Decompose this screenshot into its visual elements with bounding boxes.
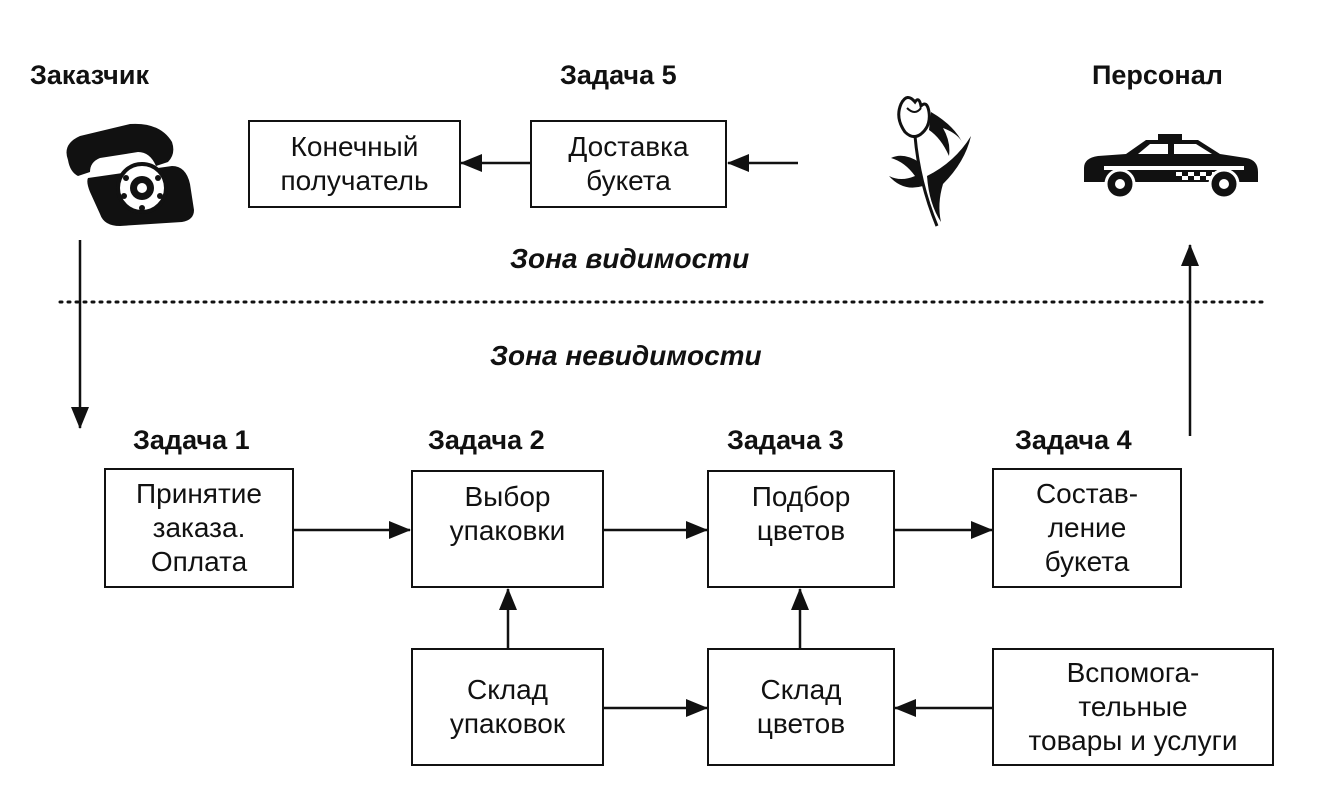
- task1-label: Задача 1: [133, 425, 250, 455]
- task2-box: Выбор упаковки: [411, 470, 604, 588]
- pack-store-box: Склад упаковок: [411, 648, 604, 766]
- visible-zone-label: Зона видимости: [510, 243, 750, 274]
- telephone-icon: [66, 123, 194, 226]
- task3-label: Задача 3: [727, 425, 844, 455]
- task1-text: Принятие заказа. Оплата: [136, 478, 262, 577]
- task5-label: Задача 5: [560, 60, 677, 90]
- recipient-box: Конечный получатель: [248, 120, 461, 208]
- tulip-icon: [889, 96, 971, 227]
- task4-box: Состав- ление букета: [992, 468, 1182, 588]
- task3-text: Подбор цветов: [751, 481, 851, 546]
- recipient-text: Конечный получатель: [280, 131, 429, 196]
- flower-store-box: Склад цветов: [707, 648, 895, 766]
- task2-label: Задача 2: [428, 425, 545, 455]
- aux-text: Вспомога- тельные товары и услуги: [1028, 657, 1238, 756]
- flower-store-text: Склад цветов: [756, 674, 846, 739]
- invisible-zone-label: Зона невидимости: [490, 340, 762, 371]
- taxi-icon: [1084, 134, 1258, 200]
- aux-box: Вспомога- тельные товары и услуги: [992, 648, 1274, 766]
- task1-box: Принятие заказа. Оплата: [104, 468, 294, 588]
- task5-box: Доставка букета: [530, 120, 727, 208]
- task4-label: Задача 4: [1015, 425, 1132, 455]
- task4-text: Состав- ление букета: [1035, 478, 1139, 577]
- pack-store-text: Склад упаковок: [449, 674, 566, 739]
- task5-text: Доставка букета: [568, 131, 689, 196]
- staff-label: Персонал: [1092, 60, 1223, 90]
- customer-label: Заказчик: [30, 60, 149, 90]
- task3-box: Подбор цветов: [707, 470, 895, 588]
- task2-text: Выбор упаковки: [449, 481, 566, 546]
